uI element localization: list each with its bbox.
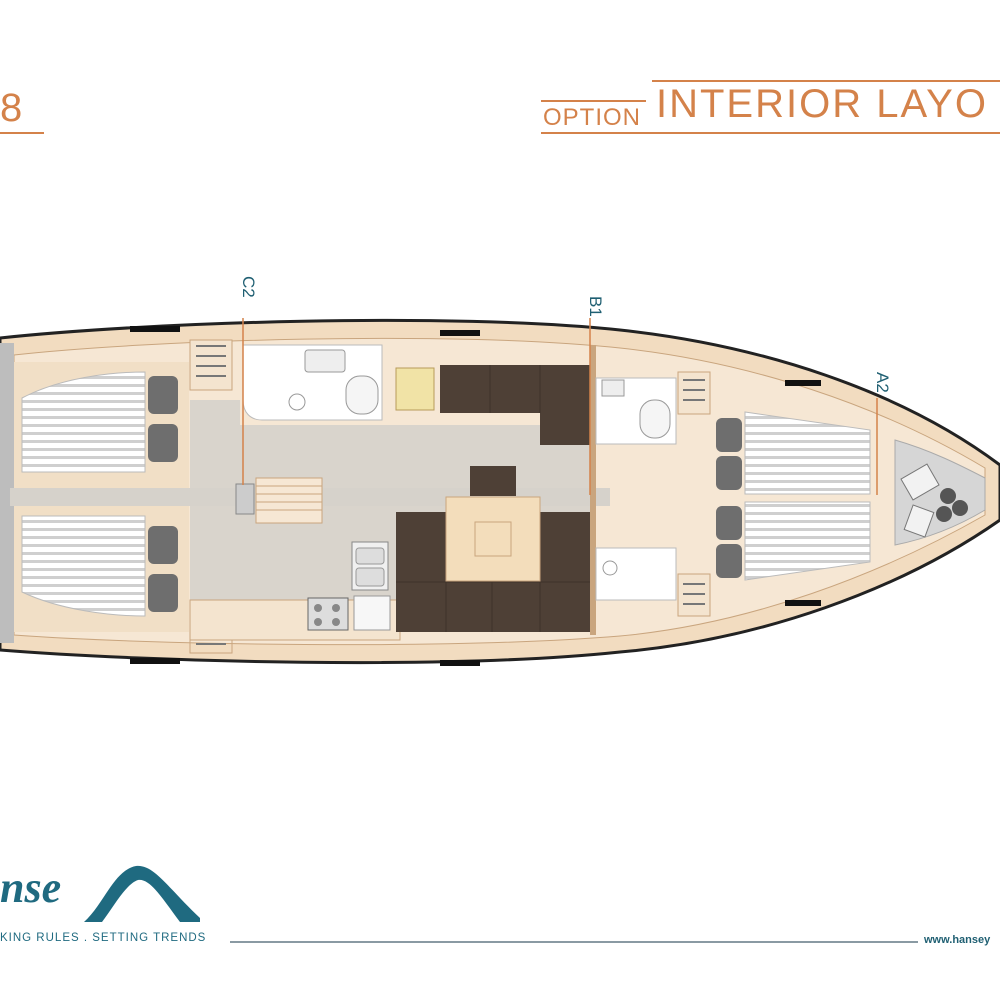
option-label: OPTION bbox=[543, 104, 642, 131]
website-link[interactable]: www.hansey bbox=[924, 934, 991, 946]
section-label-a2: A2 bbox=[873, 372, 892, 393]
page-title: INTERIOR LAYO bbox=[656, 82, 988, 126]
settee-top bbox=[440, 365, 590, 413]
galley-stove bbox=[307, 597, 349, 631]
settee-u bbox=[396, 512, 590, 632]
aft-berth-port bbox=[21, 371, 146, 473]
model-underline bbox=[0, 132, 44, 134]
forward-berth-starboard bbox=[744, 501, 871, 581]
forward-shower bbox=[595, 547, 677, 601]
section-label-c2: C2 bbox=[239, 276, 258, 298]
chart-table bbox=[395, 367, 435, 411]
wave-logo-icon bbox=[84, 865, 200, 922]
companionway-stairs bbox=[255, 477, 323, 524]
salon-table bbox=[445, 496, 541, 582]
footer-divider bbox=[230, 941, 918, 943]
stern-block bbox=[0, 343, 14, 643]
brand-logo-text: nse bbox=[0, 863, 62, 912]
model-number: 8 bbox=[0, 86, 25, 130]
brand-tagline: KING RULES . SETTING TRENDS bbox=[0, 932, 207, 944]
section-label-b1: B1 bbox=[586, 296, 605, 317]
option-topline bbox=[541, 100, 646, 102]
forward-berth-port bbox=[744, 411, 871, 495]
aft-berth-starboard bbox=[21, 515, 146, 617]
title-topline bbox=[652, 80, 1000, 82]
title-underline bbox=[541, 132, 1000, 134]
